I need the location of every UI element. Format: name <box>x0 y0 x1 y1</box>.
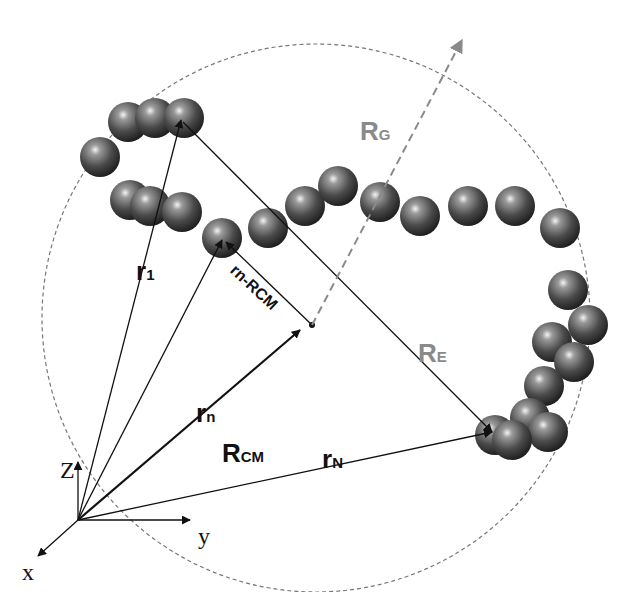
axis-label: Z <box>60 458 75 482</box>
vector-label: RE <box>418 340 447 366</box>
vectors <box>38 120 492 556</box>
monomer-bead <box>540 208 580 248</box>
bead-chain <box>80 98 608 460</box>
monomer-bead <box>248 208 288 248</box>
axis-label: y <box>198 524 210 548</box>
monomer-bead <box>400 196 440 236</box>
monomer-bead <box>528 412 568 452</box>
vector-label: r1 <box>136 258 154 284</box>
vector-label: rN <box>322 446 343 472</box>
radius-label: RG <box>360 118 390 144</box>
vector-label: RCM <box>222 440 264 466</box>
gyration-radius <box>312 40 462 325</box>
monomer-bead <box>80 137 120 177</box>
monomer-bead <box>492 420 532 460</box>
monomer-bead <box>548 270 588 310</box>
monomer-bead <box>162 192 202 232</box>
vector-label: rn <box>196 400 215 426</box>
gyration-sphere <box>42 44 590 592</box>
monomer-bead <box>318 166 358 206</box>
monomer-bead <box>568 305 608 345</box>
monomer-bead <box>164 98 204 138</box>
monomer-bead <box>495 186 535 226</box>
axis-label: x <box>22 560 34 584</box>
monomer-bead <box>448 186 488 226</box>
monomer-bead <box>360 182 400 222</box>
